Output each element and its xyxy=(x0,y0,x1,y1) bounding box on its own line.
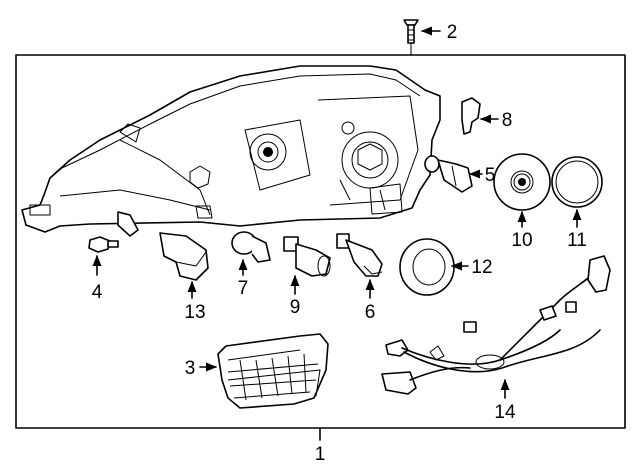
callout-4: 4 xyxy=(92,282,103,303)
callout-7: 7 xyxy=(238,278,249,299)
callout-14: 14 xyxy=(494,402,516,423)
part-4-bolt-icon xyxy=(88,236,119,253)
callout-8: 8 xyxy=(502,110,513,131)
part-10-cap-icon xyxy=(493,153,551,211)
part-7-bulb-icon xyxy=(231,231,271,263)
callout-2: 2 xyxy=(447,22,458,43)
callout-12: 12 xyxy=(471,257,492,278)
callout-11: 11 xyxy=(567,230,587,251)
part-9-bulb-icon xyxy=(283,236,331,277)
callout-6: 6 xyxy=(365,302,376,323)
part-5-bulb-icon xyxy=(424,155,473,193)
callout-9: 9 xyxy=(290,297,301,318)
part-6-bulb-icon xyxy=(336,233,383,277)
callout-13: 13 xyxy=(184,302,205,323)
part-2-screw-icon xyxy=(403,19,419,55)
callout-10: 10 xyxy=(511,230,532,251)
callout-3: 3 xyxy=(185,358,196,379)
part-3-cover-icon xyxy=(217,333,329,409)
part-12-grommet-icon xyxy=(399,238,455,296)
part-13-bracket-icon xyxy=(159,232,209,281)
part-8-connector-icon xyxy=(461,97,481,135)
part-14-harness-icon xyxy=(381,255,611,395)
callout-5: 5 xyxy=(485,165,496,186)
part-11-seal-icon xyxy=(551,156,603,208)
callout-1: 1 xyxy=(315,444,326,465)
headlamp-housing-icon xyxy=(21,65,441,237)
